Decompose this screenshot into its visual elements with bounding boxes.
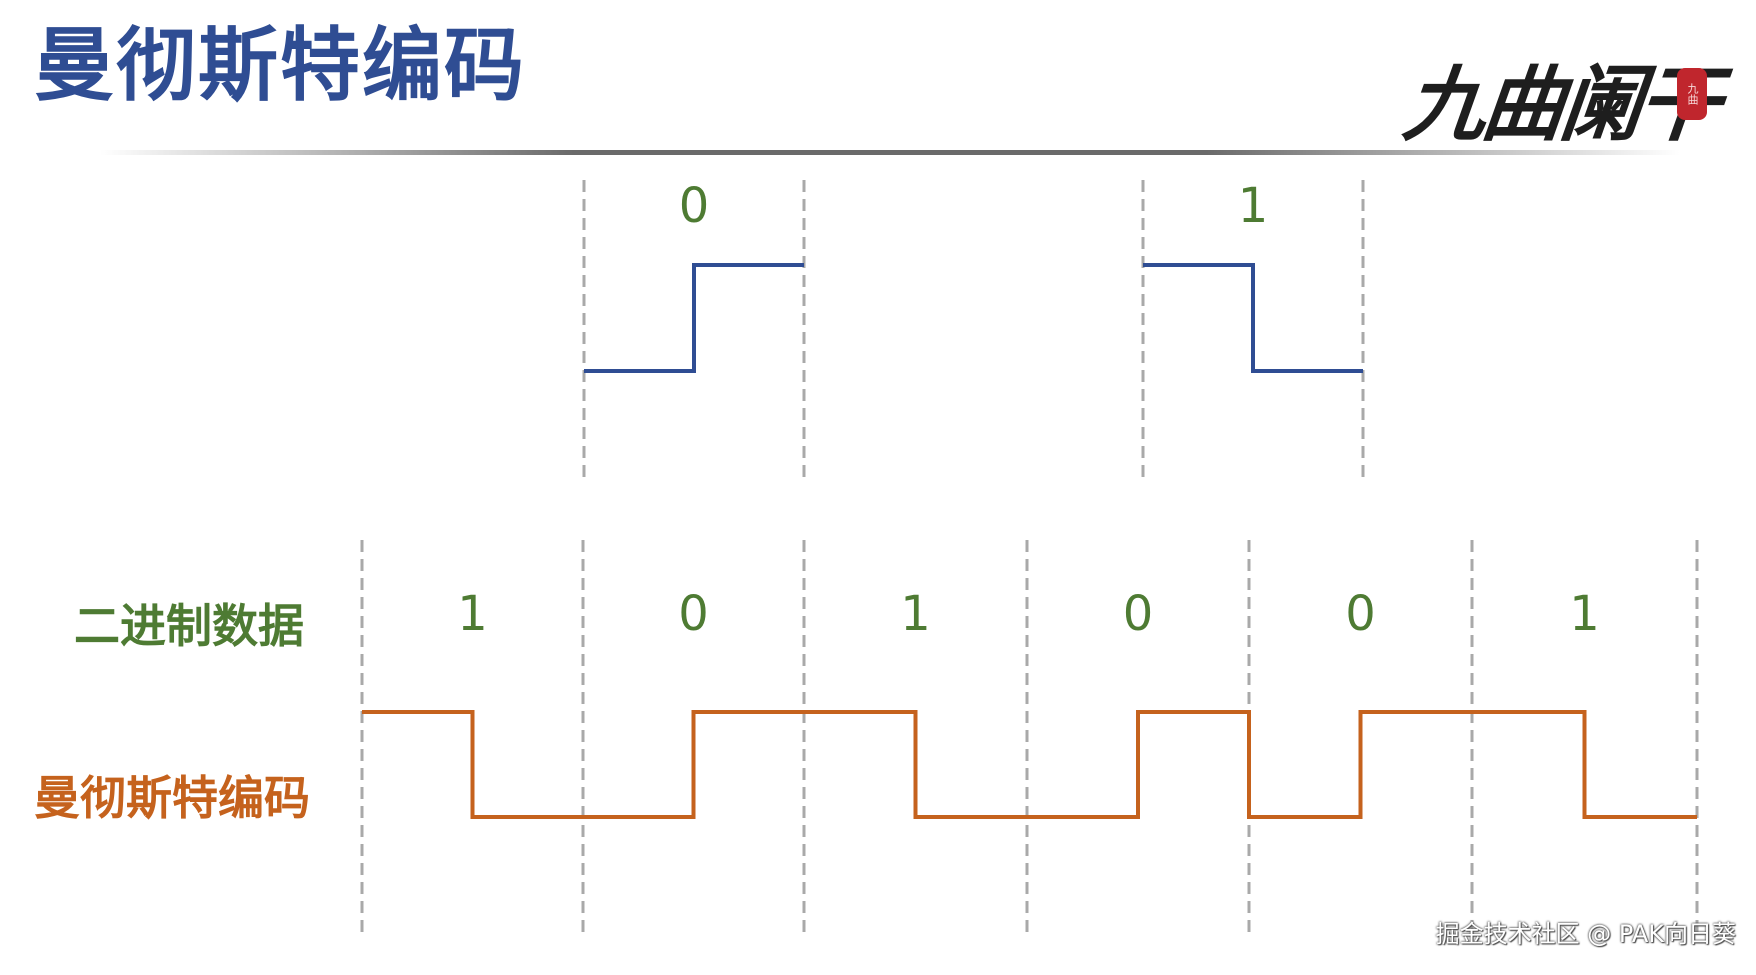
bit-label: 1 [900, 586, 931, 642]
logo: 九曲阑干 九曲 [1399, 38, 1725, 153]
bit-label: 1 [457, 586, 488, 642]
watermark: 掘金技术社区 @ PAK向日葵 [1435, 920, 1736, 948]
bit-dividers [360, 540, 1699, 932]
manchester-signal-line [362, 710, 1697, 819]
legend-bit-label: 0 [679, 178, 710, 234]
manchester-label: 曼彻斯特编码 [34, 771, 310, 825]
bit-labels: 1 0 1 0 0 1 [457, 586, 1600, 642]
bit-label: 0 [678, 586, 709, 642]
seal-text: 九曲 [1686, 83, 1699, 105]
manchester-signal [362, 710, 1697, 819]
legend-bit-label: 1 [1238, 178, 1269, 234]
bit-label: 0 [1345, 586, 1376, 642]
binary-data-label: 二进制数据 [74, 599, 304, 653]
seal-stamp: 九曲 [1677, 68, 1707, 120]
bit-label: 0 [1123, 586, 1154, 642]
bit-label: 1 [1569, 586, 1600, 642]
title-divider [100, 150, 1680, 155]
legend-signal-0 [584, 263, 804, 373]
page-title: 曼彻斯特编码 [34, 19, 526, 112]
legend-signal-1 [1143, 263, 1363, 373]
